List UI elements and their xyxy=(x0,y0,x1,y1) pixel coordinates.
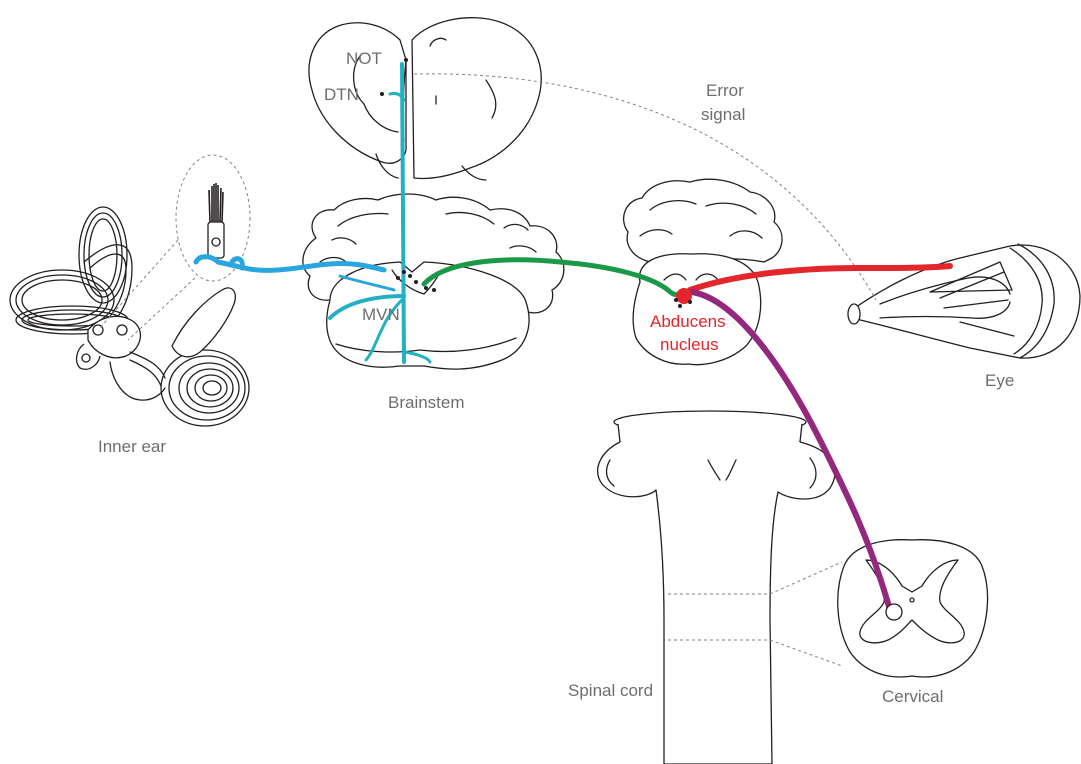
cochlea xyxy=(110,350,249,426)
label-inner-ear: Inner ear xyxy=(98,437,166,456)
label-cervical: Cervical xyxy=(882,687,943,706)
cervical-section-illustration xyxy=(838,540,988,677)
semicircular-canals xyxy=(10,207,132,334)
label-brainstem: Brainstem xyxy=(388,393,465,412)
vestibular-nerve-stalk xyxy=(172,288,235,357)
label-abducens-line1: Abducens xyxy=(650,312,726,331)
hair-cell xyxy=(208,183,224,258)
label-not: NOT xyxy=(346,49,382,68)
label-eye: Eye xyxy=(985,371,1014,390)
brainstem-illustration xyxy=(303,194,564,369)
dtn-to-mvn-path xyxy=(402,64,404,362)
label-abducens-line2: nucleus xyxy=(660,335,719,354)
label-spinal-cord: Spinal cord xyxy=(568,681,653,700)
label-dtn: DTN xyxy=(324,85,359,104)
not-marker xyxy=(404,58,408,62)
eye-illustration xyxy=(848,244,1080,358)
motor-neuron-marker xyxy=(886,604,902,620)
inner-ear-illustration xyxy=(10,155,250,426)
hair-cell-magnifier xyxy=(176,155,250,281)
zoom-line-upper xyxy=(98,240,178,330)
label-error-signal-line1: Error xyxy=(706,81,744,100)
label-mvn: MVN xyxy=(362,305,400,324)
dtn-marker xyxy=(380,92,384,96)
spinal-cord-illustration xyxy=(598,411,842,764)
label-error-signal-line2: signal xyxy=(701,105,745,124)
vestibule xyxy=(77,316,141,369)
